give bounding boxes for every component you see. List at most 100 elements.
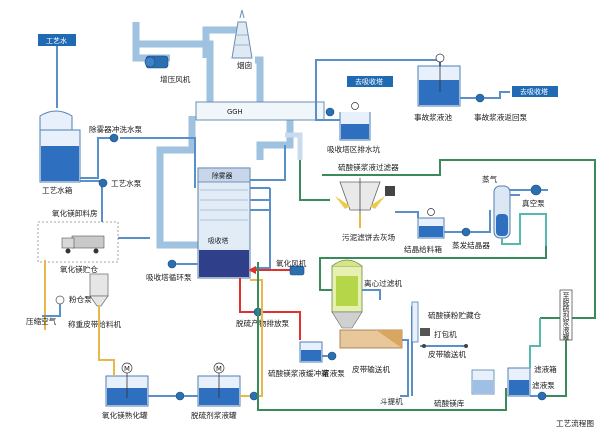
drain-pit-label: 吸收塔区排水坑 xyxy=(327,144,381,154)
green-loop-top xyxy=(322,159,596,319)
recirc-riser xyxy=(254,188,271,269)
packer-label: 打包机 xyxy=(434,329,457,339)
crystal-to-centrifuge xyxy=(319,246,547,291)
booster-fan-label: 增压风机 xyxy=(160,74,191,84)
to-slurry-label: 至脱硫剂浆液罐 xyxy=(561,292,569,341)
m1-label: M xyxy=(124,365,130,373)
discharge-to-buffer xyxy=(262,311,301,340)
process-water-box xyxy=(38,34,76,46)
process-water-pump-icon xyxy=(98,178,108,188)
belt-roller-2-icon xyxy=(464,344,468,348)
to-evaporator xyxy=(470,210,491,233)
discharge-pipe xyxy=(239,278,256,313)
desulfurizer-slurry-tank xyxy=(197,362,241,407)
to-absorber-box-2 xyxy=(512,86,558,97)
demister-wash-pipe xyxy=(250,145,286,181)
oxidation-fan-label: 氧化风机 xyxy=(276,258,307,268)
steam-label: 蒸气 xyxy=(482,174,498,184)
chimney-label: 烟囱 xyxy=(237,60,252,70)
demister-feed-pipe xyxy=(120,137,196,188)
to-absorber-box xyxy=(347,76,393,87)
belt-roller-1-icon xyxy=(422,344,426,348)
filter-feed-green xyxy=(299,160,330,201)
slurry-feed-pump-icon xyxy=(249,391,259,401)
demister-label: 除雾器 xyxy=(212,171,233,180)
bucket-elevator-line xyxy=(400,339,409,397)
ggh-label: GGH xyxy=(227,108,243,116)
accident-pump-label: 事故浆液返回泵 xyxy=(474,112,528,122)
accident-slurry-tank xyxy=(417,53,461,107)
accident-return-pipe xyxy=(460,91,510,99)
buffer-tank-label: 硫酸镁浆液缓冲箱 xyxy=(268,368,329,378)
filter-label: 硫酸镁浆液过滤器 xyxy=(338,162,399,172)
process-water-tank xyxy=(39,110,81,183)
drain-pit-riser xyxy=(315,80,340,121)
oxidation-fan-icon xyxy=(289,265,305,276)
absorber-drain-pit xyxy=(339,102,371,141)
slaking-tank xyxy=(105,362,149,407)
booster-fan-icon xyxy=(144,55,169,69)
centrifuge-out xyxy=(362,289,381,300)
slurry-to-absorber xyxy=(250,279,263,397)
process-water-box-label: 工艺水 xyxy=(46,36,67,45)
recirc-pump-label: 吸收塔循环泵 xyxy=(146,272,192,282)
demister-pump-label: 除雾器冲洗水泵 xyxy=(89,124,143,134)
filtrate-pump-label: 滤液泵 xyxy=(532,380,555,390)
process-water-pump-label: 工艺水泵 xyxy=(111,178,142,188)
mgso4-storage-silo xyxy=(411,301,419,343)
accident-return-pump-icon xyxy=(475,93,485,103)
crystal-feed-label: 结晶给料箱 xyxy=(404,244,442,254)
filtrate-tank xyxy=(507,367,531,397)
belt-conveyor-label: 皮带输送机 xyxy=(352,364,390,374)
sludge-label: 污泥滤饼去灰场 xyxy=(342,232,396,242)
filtrate-in xyxy=(529,318,541,368)
to-absorber-label: 去吸收塔 xyxy=(355,77,383,86)
evaporator-label: 蒸发结晶器 xyxy=(452,240,490,250)
powder-pump-label: 粉仓泵 xyxy=(69,294,92,304)
mgo-silo-label: 氧化镁贮仓 xyxy=(60,264,98,274)
buffer-pump-icon xyxy=(327,351,337,361)
filtrate-tank-label: 滤液箱 xyxy=(534,364,557,374)
m2-label: M xyxy=(216,365,222,373)
mgso4-store-label: 硫酸镁库 xyxy=(434,398,465,408)
screw-feeder-label: 称重皮带给料机 xyxy=(68,319,122,329)
slaking-transfer-pump-icon xyxy=(175,391,185,401)
filtrate-pump-icon xyxy=(537,391,547,401)
accident-tank-label: 事故浆液池 xyxy=(414,112,452,122)
mgso4-buffer-tank xyxy=(299,341,323,363)
compressed-air-label: 压缩空气 xyxy=(26,316,57,326)
ggh-unit xyxy=(195,101,325,121)
mgo-unloading-room xyxy=(37,221,119,263)
absorber-tower xyxy=(197,167,251,279)
belt-conveyor-2-label: 皮带输送机 xyxy=(428,349,466,359)
vacuum-pump-label: 真空泵 xyxy=(522,198,545,208)
drain-pit-pump-icon xyxy=(325,107,335,117)
chimney xyxy=(231,9,253,59)
packer-icon xyxy=(420,328,430,336)
diagram-title: 工艺流程图 xyxy=(556,418,594,428)
centrifuge-label: 离心过滤机 xyxy=(364,278,402,288)
demister-pump-icon xyxy=(109,133,119,143)
demister-pipe xyxy=(80,137,110,179)
process-water-tank-label: 工艺水箱 xyxy=(42,185,73,195)
slaking-tank-label: 氧化镁熟化罐 xyxy=(102,410,148,420)
filtrate-to-slurry xyxy=(546,340,567,397)
mgso4-slurry-filter xyxy=(335,178,395,214)
slurry-pump-label: 浆液泵 xyxy=(322,368,345,378)
bucket-elevator-label: 斗提机 xyxy=(380,396,403,406)
vacuum-pump-icon xyxy=(530,184,542,196)
oxidation-arrow-icon xyxy=(248,266,256,274)
air-pipe xyxy=(42,304,61,317)
recirc-pump-icon xyxy=(167,259,177,269)
centrifuge xyxy=(331,259,363,329)
mgso4-warehouse xyxy=(471,369,495,395)
mgo-room-label: 氧化镁卸料房 xyxy=(52,208,98,218)
crystal-feed-tank xyxy=(417,208,445,239)
mgo-silo xyxy=(89,273,109,307)
mgso4-silo-label: 硫酸镁粉贮藏仓 xyxy=(428,310,482,320)
evaporative-crystallizer xyxy=(493,185,511,239)
spray-headers xyxy=(250,187,270,211)
slurry-tank-label: 脱硫剂浆液罐 xyxy=(191,410,237,420)
green-loop-bottom xyxy=(257,262,507,411)
